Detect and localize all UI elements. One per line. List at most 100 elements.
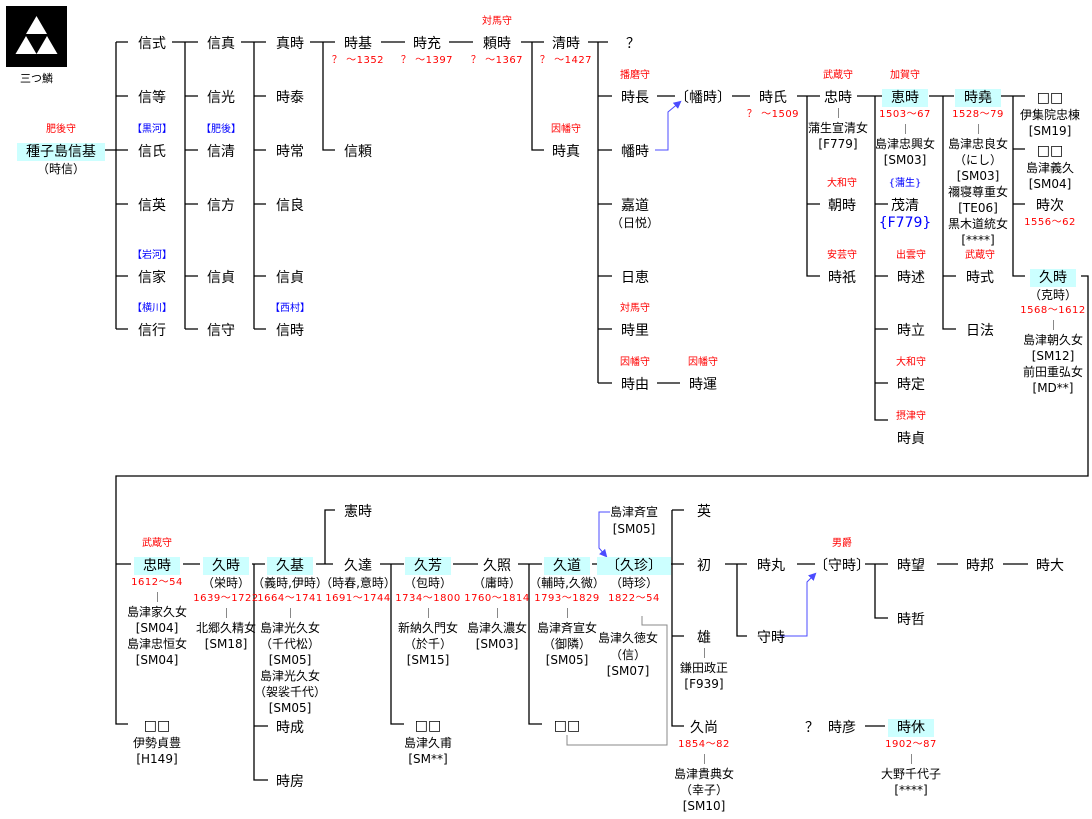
person-name[interactable]: □□ — [143, 718, 171, 734]
person-name[interactable]: 時真 — [552, 144, 580, 160]
person-sanetoki: 真時 — [225, 33, 355, 53]
person-name[interactable]: 守時 — [757, 630, 785, 646]
life-dates: 1734～1800 — [395, 593, 461, 604]
person-name[interactable]: 時貞 — [897, 431, 925, 447]
person-name[interactable]: 朝時 — [828, 198, 856, 214]
person-name[interactable]: 信真 — [207, 36, 235, 52]
person-name[interactable]: 信等 — [138, 90, 166, 106]
person-name[interactable]: 久道 — [544, 557, 590, 575]
person-name[interactable]: 時次 — [1036, 198, 1064, 214]
person-name[interactable]: 時定 — [897, 377, 925, 393]
office-title: 肥後守 — [46, 124, 76, 135]
person-name[interactable]: 久基 — [267, 557, 313, 575]
alias-name: （時珍） — [609, 576, 658, 590]
person-name[interactable]: 久尚 — [690, 720, 718, 736]
person-name[interactable]: 久照 — [483, 558, 511, 574]
person-name[interactable]: □□ — [1036, 90, 1064, 106]
person-name[interactable]: ？ — [805, 720, 819, 736]
spouse-connector — [703, 648, 705, 658]
person-name[interactable]: 信貞 — [207, 270, 235, 286]
person-name[interactable]: 忠時 — [824, 90, 852, 106]
person-name[interactable]: 時里 — [621, 323, 649, 339]
person-name[interactable]: 久時 — [1030, 269, 1076, 287]
person-name[interactable]: ？ — [626, 36, 640, 52]
person-name[interactable]: 種子島信基 — [17, 143, 105, 161]
spouse-connector — [156, 592, 158, 602]
person-name[interactable]: 憲時 — [344, 504, 372, 520]
person-name[interactable]: 時泰 — [276, 90, 304, 106]
person-name[interactable]: 信頼 — [344, 144, 372, 160]
person-name[interactable]: □□ — [1036, 143, 1064, 159]
person-name[interactable]: 頼時 — [483, 36, 511, 52]
person-name[interactable]: 雄 — [697, 630, 711, 646]
person-name[interactable]: 信光 — [207, 90, 235, 106]
person-tokimoto: 時基？ ～1352 — [293, 33, 423, 69]
person-name[interactable]: 信守 — [207, 323, 235, 339]
person-name[interactable]: 〔守時〕 — [814, 558, 870, 574]
person-name[interactable]: 時堯 — [955, 89, 1001, 107]
person-name[interactable]: 幡時 — [621, 144, 649, 160]
person-name[interactable]: 久芳 — [405, 557, 451, 575]
person-name[interactable]: 時丸 — [757, 558, 785, 574]
person-name[interactable]: 清時 — [552, 36, 580, 52]
person-name[interactable]: 茂清 — [891, 198, 919, 214]
person-name[interactable]: 時邦 — [966, 558, 994, 574]
person-name[interactable]: 時氏 — [759, 90, 787, 106]
person-name[interactable]: 時祇 — [828, 270, 856, 286]
person-name[interactable]: 時式 — [966, 270, 994, 286]
person-name[interactable]: 時由 — [621, 377, 649, 393]
person-name[interactable]: 時述 — [897, 270, 925, 286]
person-name[interactable]: 時房 — [276, 774, 304, 790]
person-name[interactable]: 恵時 — [882, 89, 928, 107]
person-name[interactable]: 信貞 — [276, 270, 304, 286]
person-name[interactable]: 信式 — [138, 36, 166, 52]
person-name[interactable]: 時成 — [276, 720, 304, 736]
person-name[interactable]: 信時 — [276, 323, 304, 339]
office-title: 安芸守 — [827, 250, 857, 261]
person-name[interactable]: 信家 — [138, 270, 166, 286]
person-name[interactable]: 久時 — [203, 557, 249, 575]
person-name[interactable]: 時運 — [689, 377, 717, 393]
person-name[interactable]: 時望 — [897, 558, 925, 574]
person-name[interactable]: 時常 — [276, 144, 304, 160]
person-name[interactable]: 英 — [697, 504, 711, 520]
person-name[interactable]: 時長 — [621, 90, 649, 106]
person-name[interactable]: 〔幡時〕 — [675, 90, 731, 106]
person-name[interactable]: 島津久徳女 — [597, 631, 658, 645]
person-name[interactable]: 時立 — [897, 323, 925, 339]
spouse-info: （幸子） — [679, 783, 728, 797]
person-name[interactable]: 初 — [697, 558, 711, 574]
alias-name: （時信） — [36, 162, 85, 176]
person-nobuuji: 【黒河】信氏 — [87, 124, 217, 161]
person-yoritoki: 対馬守頼時？ ～1367 — [432, 16, 562, 69]
person-tokiakira: 時哲 — [846, 609, 976, 629]
person-name[interactable]: 〔久珍〕 — [597, 557, 671, 575]
person-name[interactable]: 嘉道 — [621, 198, 649, 214]
person-name[interactable]: 信清 — [207, 144, 235, 160]
person-name[interactable]: □□ — [553, 718, 581, 734]
person-name[interactable]: 時哲 — [897, 612, 925, 628]
spouse-connector — [703, 754, 705, 764]
person-name[interactable]: 日法 — [966, 323, 994, 339]
person-name[interactable]: 時基 — [344, 36, 372, 52]
person-name[interactable]: □□ — [414, 718, 442, 734]
person-name[interactable]: 時彦 — [828, 720, 856, 736]
person-name[interactable]: 真時 — [276, 36, 304, 52]
person-name[interactable]: 信英 — [138, 198, 166, 214]
spouse-info: 島津忠恒女 — [126, 637, 187, 651]
person-name[interactable]: 信氏 — [138, 144, 166, 160]
person-name[interactable]: 時休 — [888, 719, 934, 737]
person-tokiyuki: 因幡守時運 — [638, 357, 768, 394]
person-name[interactable]: 日恵 — [621, 270, 649, 286]
person-name[interactable]: 島津斉宣 — [609, 505, 658, 519]
person-name[interactable]: 信行 — [138, 323, 166, 339]
person-tokimasa: 安芸守時祇 — [777, 250, 907, 287]
alias-name: （日悦） — [610, 216, 659, 230]
person-name[interactable]: 久達 — [344, 558, 372, 574]
person-name[interactable]: 時大 — [1036, 558, 1064, 574]
person-name[interactable]: 信良 — [276, 198, 304, 214]
person-name[interactable]: 信方 — [207, 198, 235, 214]
person-name[interactable]: 忠時 — [134, 557, 180, 575]
person-name[interactable]: 時充 — [413, 36, 441, 52]
